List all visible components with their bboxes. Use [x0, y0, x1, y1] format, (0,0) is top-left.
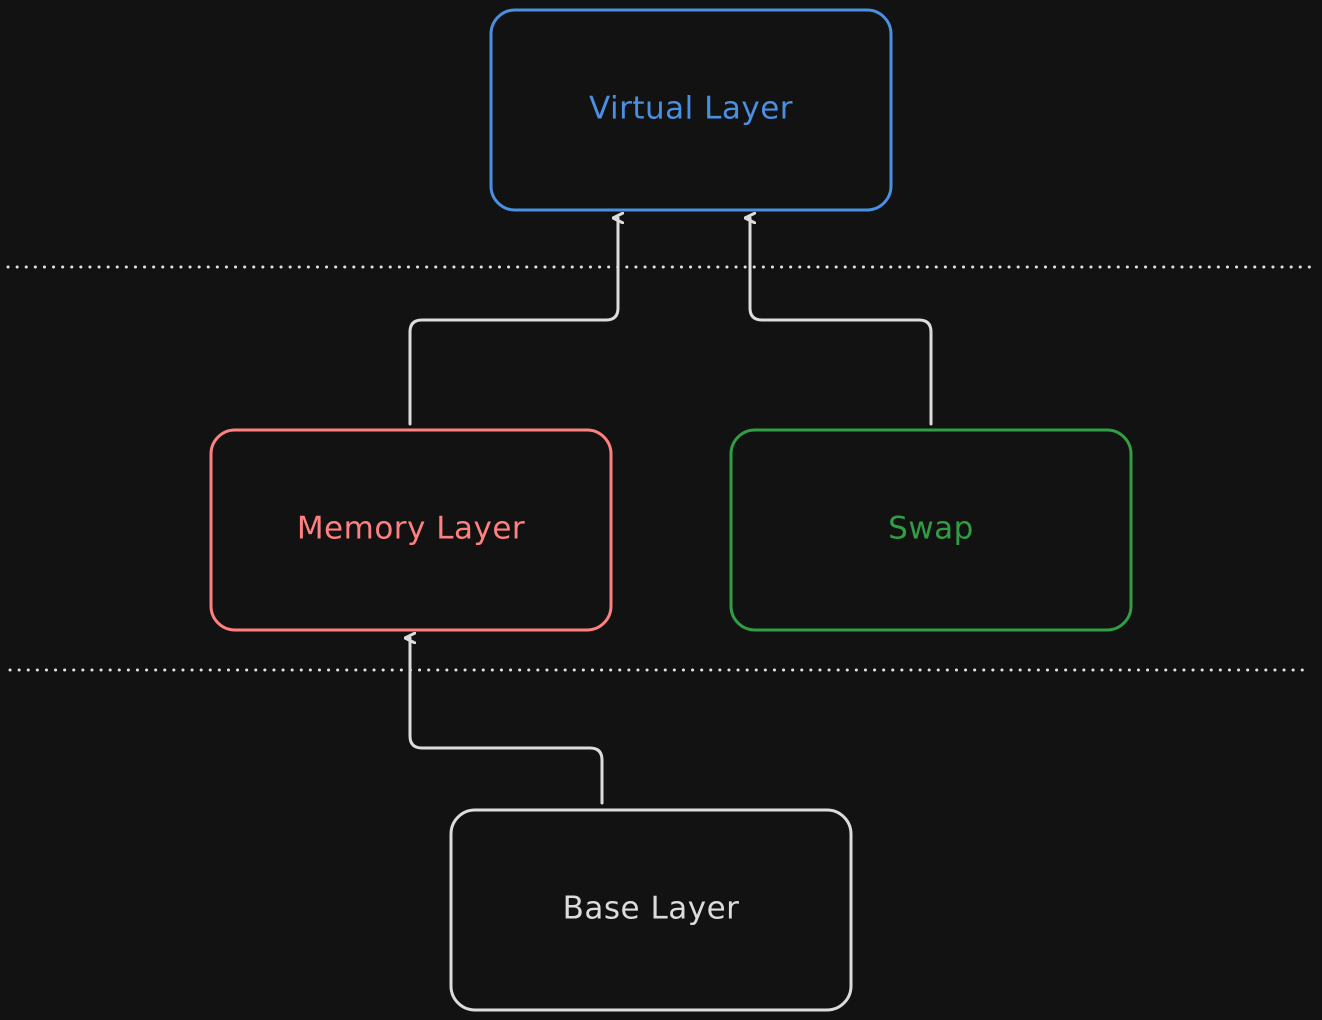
- node-memory-layer-label: Memory Layer: [297, 511, 525, 547]
- node-swap-box: [729, 428, 1133, 632]
- node-base-layer[interactable]: Base Layer: [449, 808, 853, 1012]
- node-base-layer-label: Base Layer: [563, 891, 740, 927]
- node-virtual-layer-box: [489, 8, 893, 212]
- connector-memory-to-virtual: [408, 218, 618, 426]
- node-virtual-layer[interactable]: Virtual Layer: [489, 8, 893, 212]
- connector-base-to-memory: [410, 638, 604, 805]
- node-base-layer-box: [449, 808, 853, 1012]
- node-swap-label: Swap: [888, 511, 974, 547]
- node-memory-layer[interactable]: Memory Layer: [209, 428, 613, 632]
- node-memory-layer-box: [209, 428, 613, 632]
- connector-swap-to-virtual: [750, 218, 933, 426]
- node-swap[interactable]: Swap: [729, 428, 1133, 632]
- node-virtual-layer-label: Virtual Layer: [589, 91, 793, 127]
